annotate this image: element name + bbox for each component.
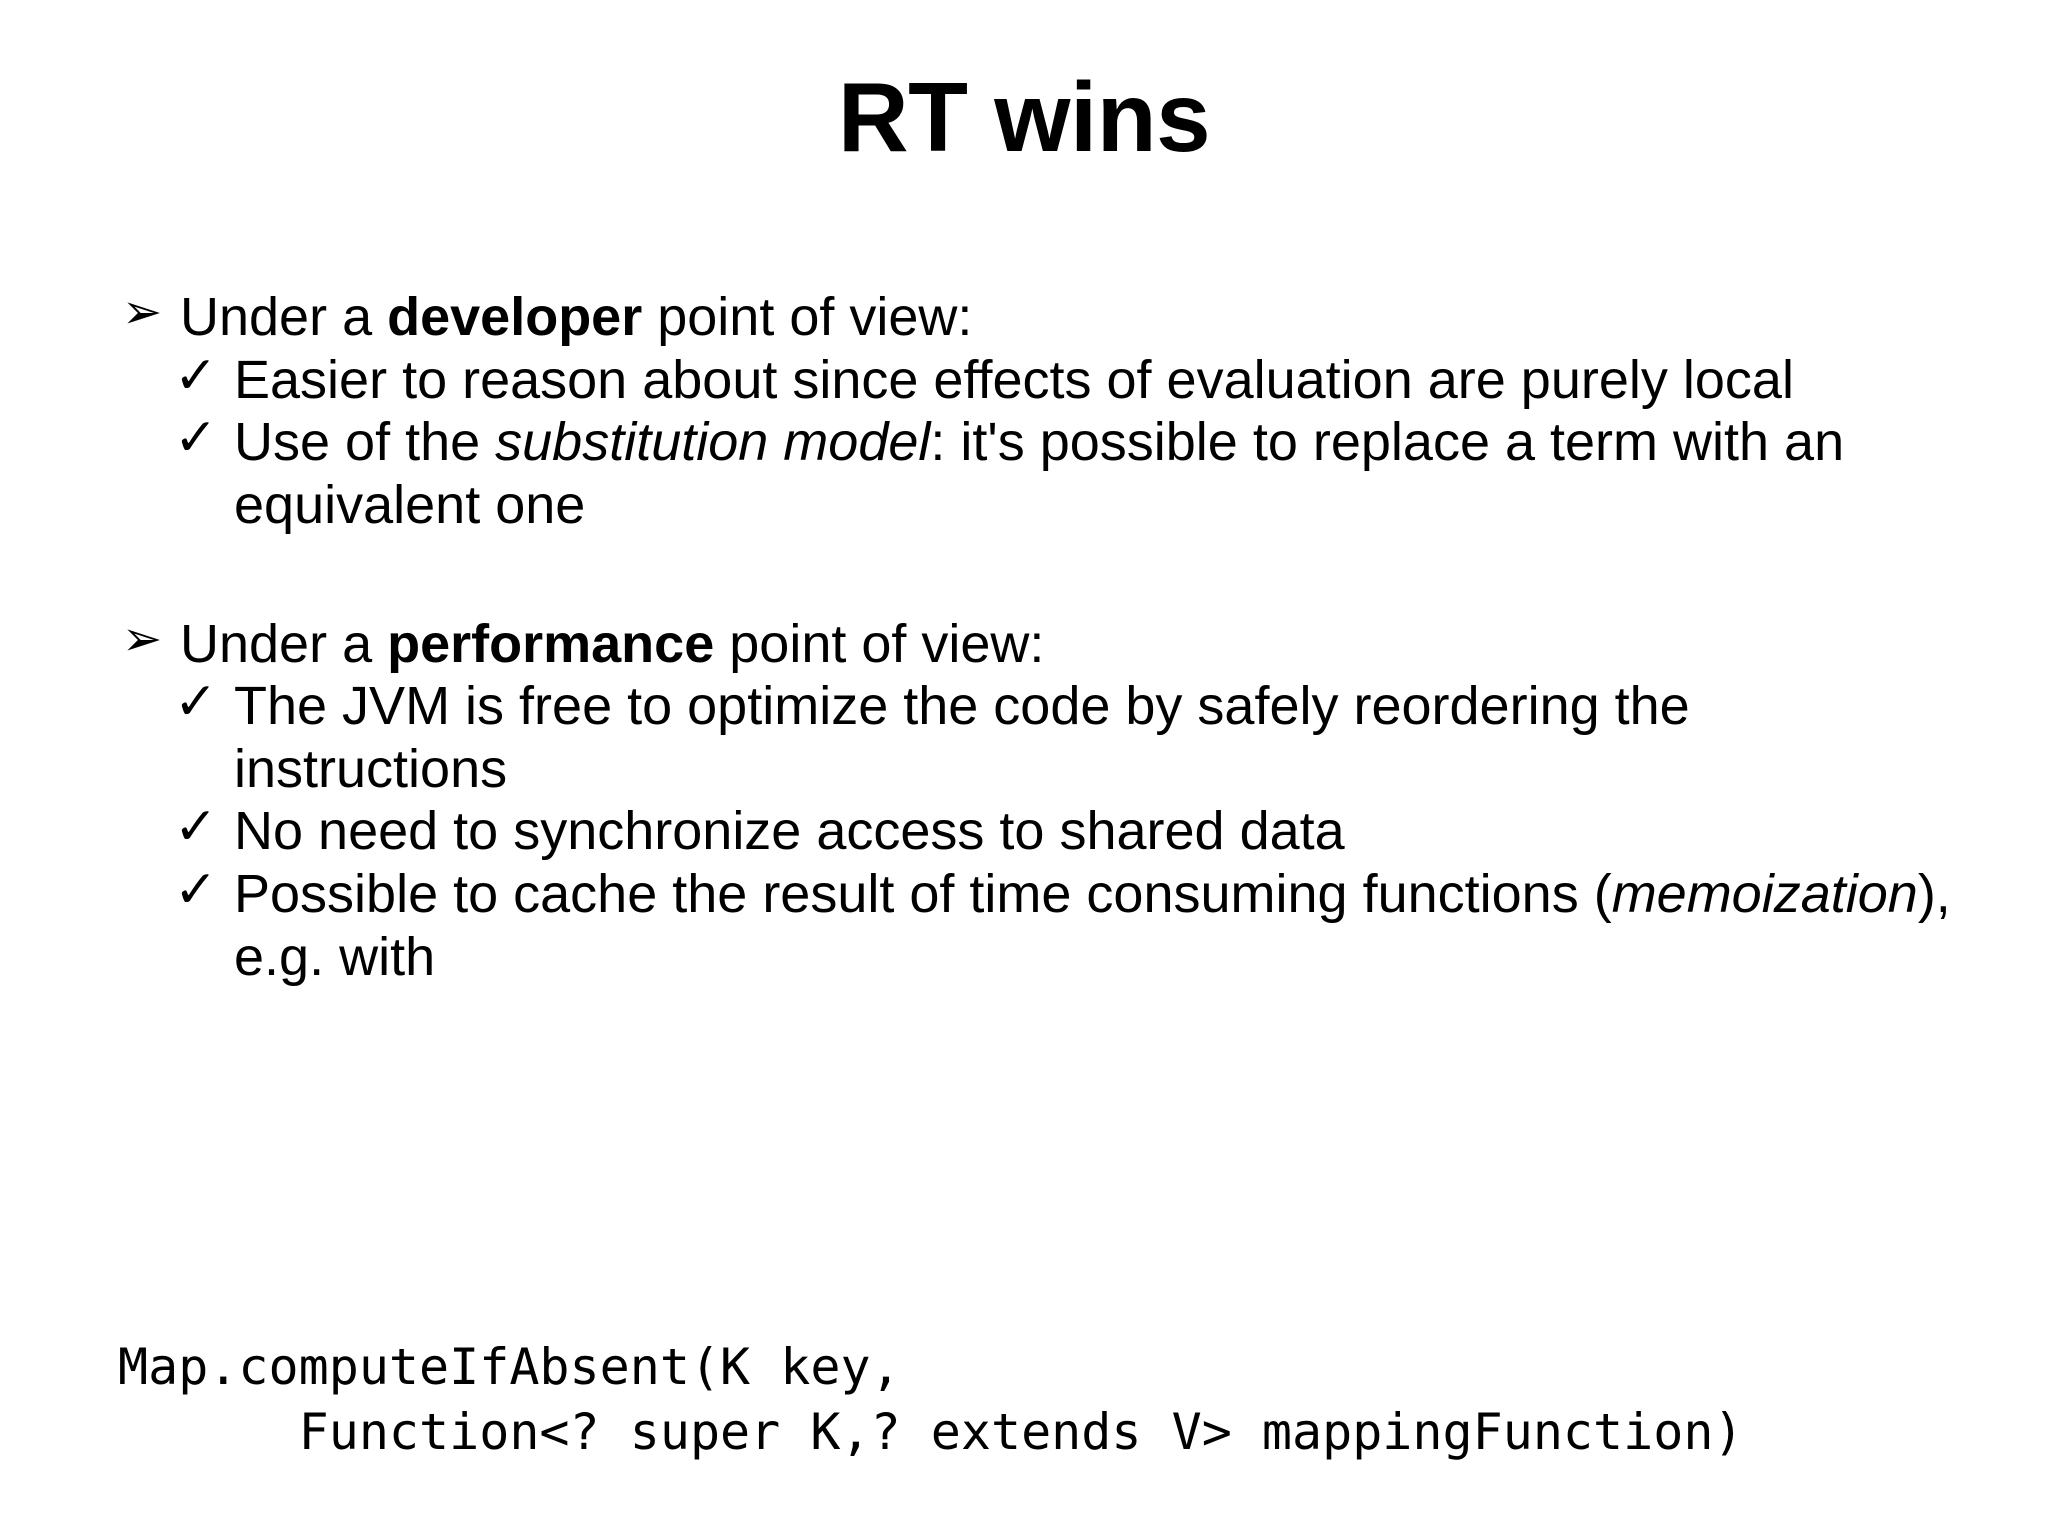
- bullet-level1-developer: ➢ Under a developer point of view:: [122, 286, 1952, 349]
- slide-body: ➢ Under a developer point of view: ✓ Easie…: [122, 286, 1952, 988]
- bullet-text-prefix: Under a: [180, 287, 388, 347]
- bullet-text: Easier to reason about since effects of …: [234, 349, 1794, 410]
- arrowhead-bullet-icon: ➢: [122, 286, 163, 339]
- bullet-text-part-2: : it's possible to replace a term with a…: [234, 412, 1845, 535]
- bullet-text-part-2: ), e.g. with: [234, 864, 1951, 987]
- page-title: RT wins: [837, 62, 1211, 172]
- bullet-text-italic: substitution model: [495, 412, 931, 473]
- bullet-text: The JVM is free to optimize the code by …: [234, 676, 1690, 799]
- checkmark-bullet-icon: ✓: [174, 673, 218, 732]
- bullet-text-bold: developer: [387, 287, 643, 347]
- bullet-level2-no-synchronize: ✓ No need to synchronize access to shared…: [122, 798, 1952, 863]
- bullet-level2-easier-to-reason: ✓ Easier to reason about since effects of…: [122, 347, 1952, 412]
- bullet-text-suffix: point of view:: [714, 613, 1045, 674]
- bullet-level1-performance: ➢ Under a performance point of view:: [122, 613, 1952, 676]
- code-snippet: Map.computeIfAbsent(K key, Function<? su…: [118, 1338, 1744, 1461]
- section-spacer: [122, 537, 1952, 613]
- checkmark-bullet-icon: ✓: [174, 861, 218, 919]
- checkmark-bullet-icon: ✓: [174, 409, 218, 468]
- bullet-text-part-1: Possible to cache the result of time con…: [234, 864, 1612, 924]
- arrowhead-bullet-icon: ➢: [122, 612, 163, 666]
- checkmark-bullet-icon: ✓: [174, 798, 218, 857]
- bullet-level2-substitution-model: ✓ Use of the substitution model: it's pos…: [122, 409, 1952, 536]
- bullet-text: No need to synchronize access to shared …: [234, 801, 1345, 862]
- bullet-level2-jvm-reordering: ✓ The JVM is free to optimize the code by…: [122, 673, 1952, 800]
- checkmark-bullet-icon: ✓: [174, 346, 218, 405]
- bullet-text-bold: performance: [387, 613, 715, 674]
- bullet-text-prefix: Under a: [180, 613, 388, 674]
- bullet-level2-memoization: ✓ Possible to cache the result of time co…: [122, 861, 1952, 988]
- bullet-text-suffix: point of view:: [642, 287, 973, 347]
- bullet-text-part-1: Use of the: [234, 412, 496, 473]
- bullet-text-italic: memoization: [1611, 864, 1918, 924]
